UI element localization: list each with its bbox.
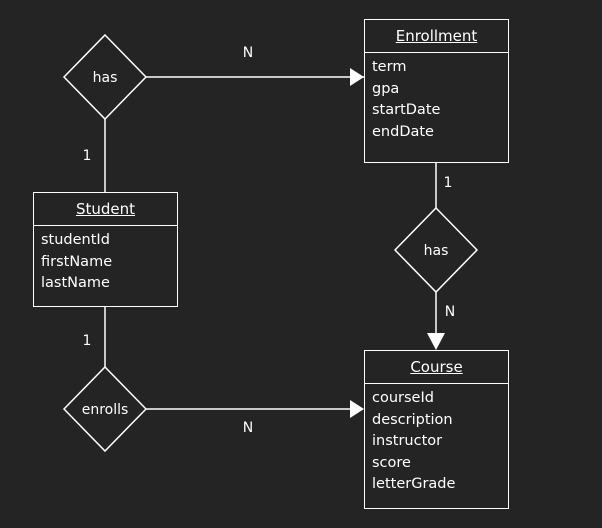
relationship-diamond xyxy=(62,365,148,453)
attribute: letterGrade xyxy=(372,476,456,492)
attribute: firstName xyxy=(41,253,113,270)
relationship-label: has xyxy=(93,70,118,86)
entity-enrollment[interactable]: Enrollment term gpa startDate endDate xyxy=(364,19,509,163)
entity-title: Student xyxy=(34,193,177,226)
attribute: description xyxy=(372,411,453,428)
cardinality-label: N xyxy=(243,420,253,436)
relationship-label: has xyxy=(424,243,449,259)
attribute: endDate xyxy=(372,123,434,140)
attribute: score xyxy=(372,454,411,471)
attribute-list: studentId firstName lastName xyxy=(34,226,177,295)
cardinality-label: 1 xyxy=(444,175,453,191)
attribute: instructor xyxy=(372,433,443,449)
arrowhead-enrollment xyxy=(350,68,364,86)
cardinality-label: N xyxy=(243,45,253,61)
attribute: startDate xyxy=(372,102,441,118)
relationship-enrollment-course[interactable]: has xyxy=(393,206,479,294)
arrowhead-course-left xyxy=(350,400,364,418)
cardinality-label: 1 xyxy=(83,148,92,164)
relationship-label: enrolls xyxy=(82,402,129,418)
attribute: studentId xyxy=(41,232,110,248)
cardinality-label: N xyxy=(445,304,455,320)
attribute-list: term gpa startDate endDate xyxy=(365,53,508,143)
attribute: gpa xyxy=(372,80,400,97)
arrowhead-course-top xyxy=(427,333,445,350)
entity-title: Enrollment xyxy=(365,20,508,53)
entity-student[interactable]: Student studentId firstName lastName xyxy=(33,192,178,307)
attribute: term xyxy=(372,59,407,75)
cardinality-label: 1 xyxy=(83,333,92,349)
attribute: courseId xyxy=(372,390,434,406)
attribute-list: courseId description instructor score le… xyxy=(365,384,508,496)
entity-title: Course xyxy=(365,351,508,384)
entity-course[interactable]: Course courseId description instructor s… xyxy=(364,350,509,509)
relationship-student-enrollment[interactable]: has xyxy=(62,33,148,121)
attribute: lastName xyxy=(41,275,110,291)
relationship-student-course[interactable]: enrolls xyxy=(62,365,148,453)
